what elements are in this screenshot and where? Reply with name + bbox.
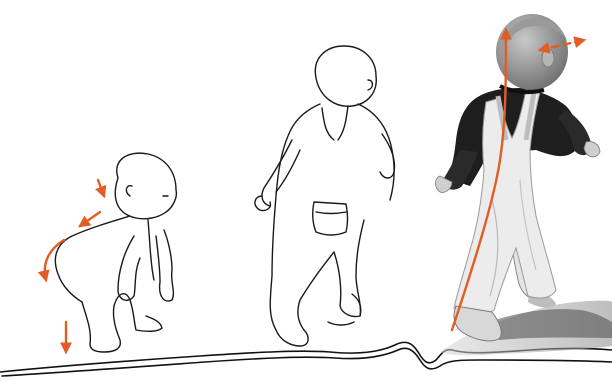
posture-arrows	[45, 180, 104, 352]
crouching-baby-figure	[55, 153, 176, 352]
walking-child-photo	[436, 14, 612, 355]
walking-toddler-figure	[255, 46, 395, 346]
